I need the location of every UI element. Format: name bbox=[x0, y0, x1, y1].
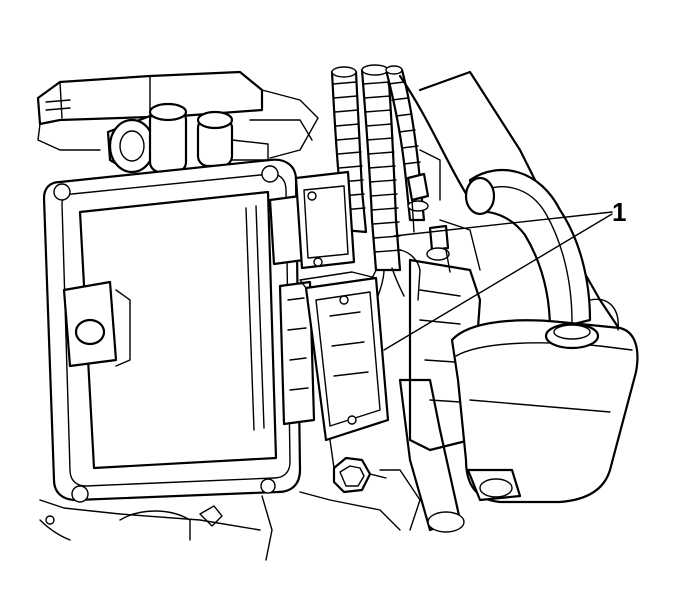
background-bracket bbox=[36, 70, 319, 159]
ecm-connectors bbox=[268, 170, 390, 494]
background-hose-fittings bbox=[106, 102, 269, 174]
ecm-module bbox=[42, 158, 302, 503]
callout-label: 1 bbox=[612, 197, 626, 227]
wiring-harness bbox=[330, 64, 426, 301]
callout-leader-harness bbox=[393, 211, 613, 237]
harness-mounting-bolts bbox=[406, 172, 451, 273]
lower-chassis-parts bbox=[39, 469, 421, 561]
coolant-reservoir bbox=[450, 168, 639, 504]
ecm-corner-bolt bbox=[71, 485, 89, 503]
callout-leader-connector bbox=[383, 213, 613, 351]
callout-1: 1 bbox=[383, 197, 626, 351]
ecm-corner-bolt bbox=[53, 183, 71, 201]
ecm-corner-bolt bbox=[260, 478, 276, 494]
ecm-corner-bolt bbox=[261, 165, 279, 183]
